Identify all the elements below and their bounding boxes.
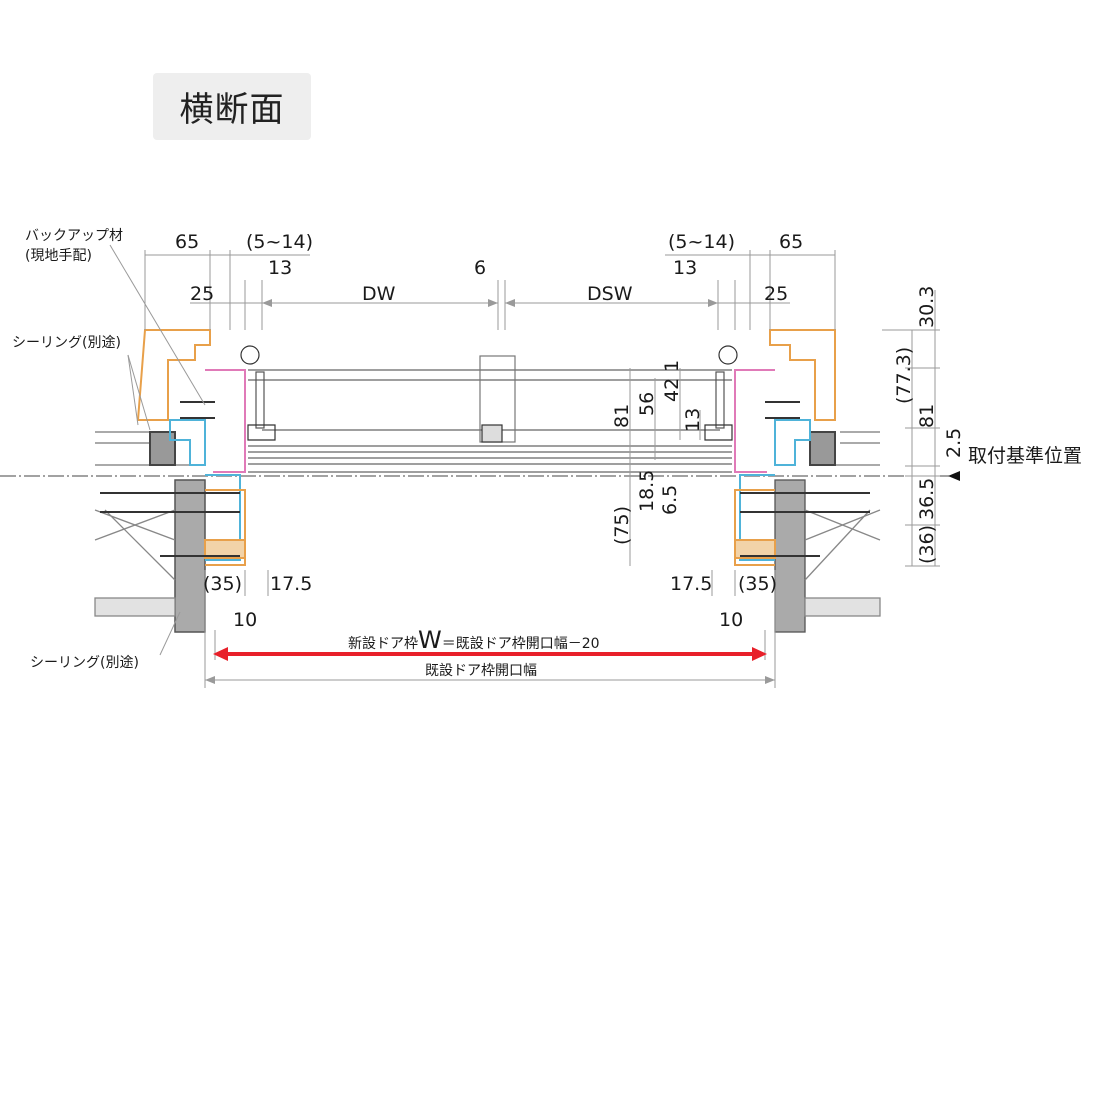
- new-frame-width-label: 新設ドア枠W＝既設ドア枠開口幅－20: [348, 626, 600, 654]
- dim-bottom-right-17-5: 17.5: [670, 573, 712, 595]
- dim-center-18-5: 18.5: [636, 470, 658, 512]
- new-frame-width-symbol: W: [418, 626, 442, 654]
- red-arrow-right-icon: [752, 647, 767, 661]
- dim-left-25: 25: [190, 283, 214, 305]
- right-dimension-lines: [882, 290, 940, 567]
- bottom-arrow-left-icon: [205, 676, 215, 684]
- dim-center-56: 56: [636, 392, 658, 416]
- dim-right-30-3: 30.3: [916, 286, 938, 328]
- dim-left-13: 13: [268, 257, 292, 279]
- dim-right-2-5: 2.5: [943, 428, 965, 458]
- right-screws: [740, 401, 870, 557]
- dim-center-81: 81: [611, 404, 633, 428]
- center-dimension-lines: [629, 368, 701, 566]
- dim-center-13: 13: [682, 408, 704, 432]
- dim-left-65: 65: [175, 231, 199, 253]
- top-dimension-arrows: [262, 299, 718, 307]
- section-title-box: 横断面: [153, 73, 311, 140]
- dim-bottom-left-10: 10: [233, 609, 257, 631]
- bottom-arrow-right-icon: [765, 676, 775, 684]
- dim-gap-6: 6: [474, 257, 486, 279]
- dim-right-5-14: (5~14): [668, 231, 735, 253]
- dim-bottom-right-35: (35): [738, 573, 777, 595]
- dim-right-36-5: 36.5: [916, 478, 938, 520]
- sealing-top-label: シーリング(別途): [12, 334, 121, 351]
- dim-center-75: (75): [611, 506, 633, 545]
- dim-bottom-left-17-5: 17.5: [270, 573, 312, 595]
- dim-right-36: (36): [916, 525, 938, 564]
- dim-right-81: 81: [916, 404, 938, 428]
- new-frame-width-suffix: ＝既設ドア枠開口幅－20: [442, 636, 600, 652]
- dim-left-5-14: (5~14): [246, 231, 313, 253]
- dim-dsw: DSW: [587, 283, 633, 305]
- bottom-dimension-lines: [204, 570, 776, 688]
- leader-lines: [109, 244, 206, 656]
- backup-material-label: バックアップ材: [25, 228, 123, 244]
- red-arrow-left-icon: [213, 647, 228, 661]
- dim-right-25: 25: [764, 283, 788, 305]
- dim-center-1: 1: [661, 360, 683, 372]
- mounting-reference-label: 取付基準位置: [968, 445, 1082, 467]
- left-orange-profile: [136, 329, 211, 421]
- new-frame-width-prefix: 新設ドア枠: [348, 636, 418, 652]
- dim-bottom-left-35: (35): [203, 573, 242, 595]
- dim-right-65: 65: [779, 231, 803, 253]
- dim-center-6-5: 6.5: [659, 485, 681, 515]
- dim-center-42: 42: [661, 378, 683, 402]
- top-dimension-lines: [144, 250, 836, 330]
- existing-opening-width-label: 既設ドア枠開口幅: [425, 663, 537, 679]
- left-frame-assembly: [136, 329, 246, 566]
- dim-bottom-right-10: 10: [719, 609, 743, 631]
- right-frame-assembly: [734, 329, 836, 566]
- backup-material-sub-label: (現地手配): [25, 248, 92, 264]
- door-panels: [240, 345, 738, 473]
- sealing-bottom-label: シーリング(別途): [30, 654, 139, 671]
- section-title: 横断面: [179, 90, 285, 130]
- dim-right-13: 13: [673, 257, 697, 279]
- right-orange-profile: [769, 329, 836, 421]
- dim-dw: DW: [362, 283, 396, 305]
- reference-arrow-icon: [948, 471, 960, 481]
- dim-right-77-3: (77.3): [893, 347, 915, 404]
- left-screws: [100, 401, 240, 557]
